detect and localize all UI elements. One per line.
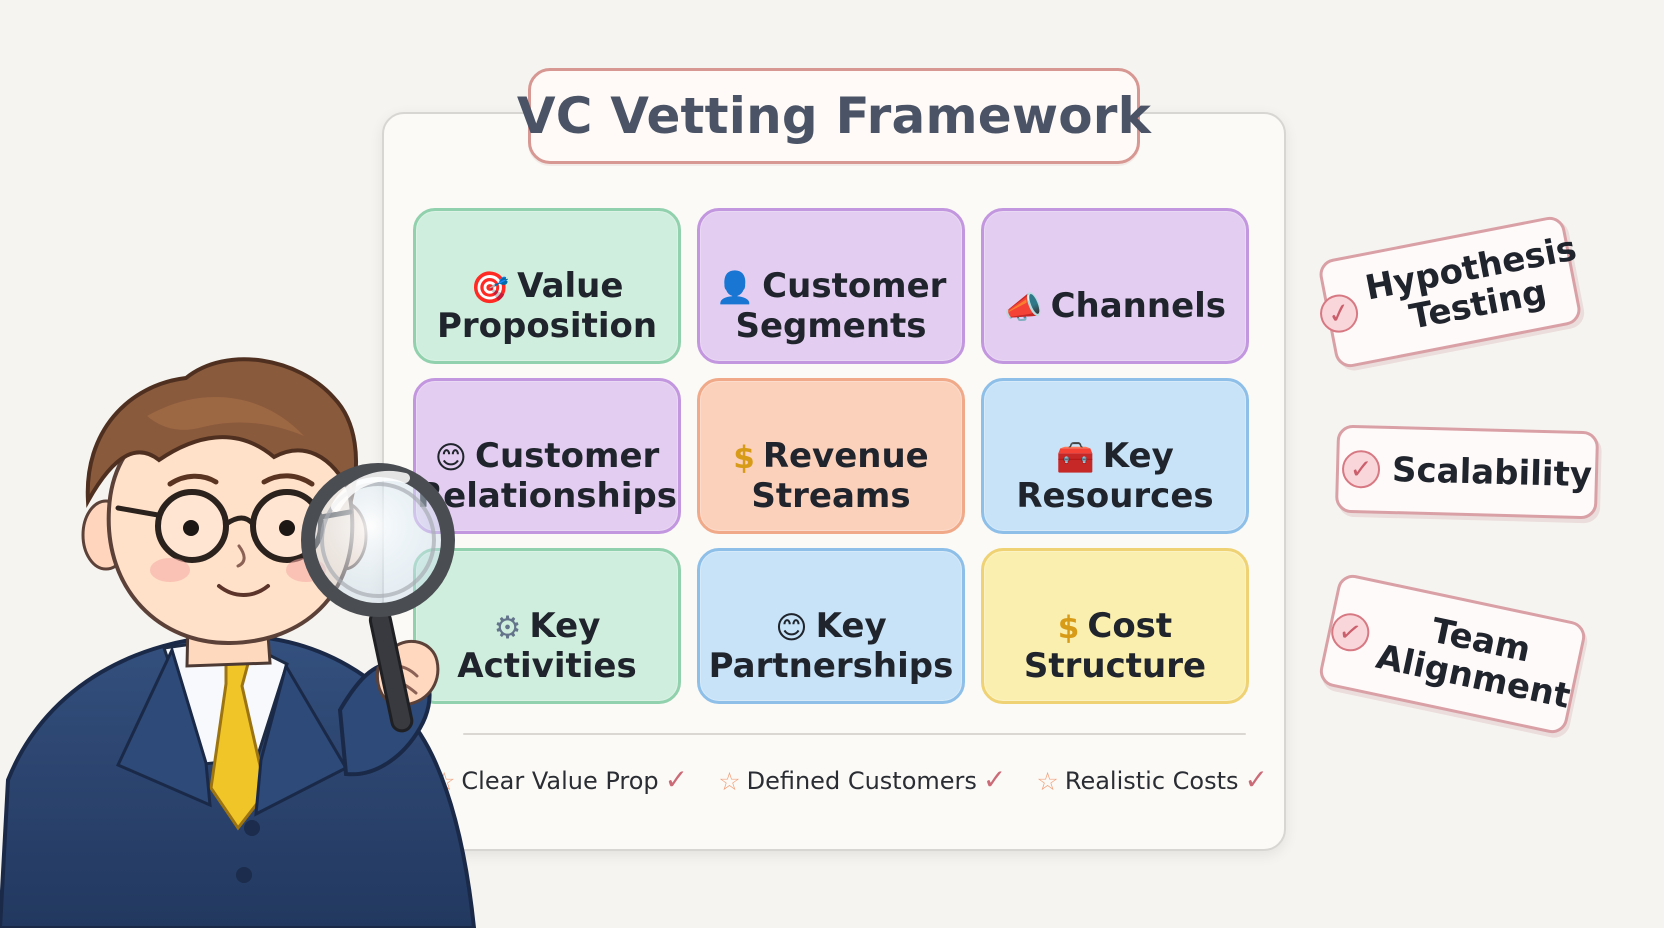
magnifying-glass-icon (301, 463, 455, 617)
framework-card-label: Key Partnerships (708, 605, 954, 687)
person-icon: 👤 (715, 269, 755, 306)
side-card-label: Hypothesis Testing (1362, 228, 1580, 338)
suit-lapel-right (254, 662, 349, 817)
framework-card-customer-relationships: 😊Customer Relationships (413, 378, 681, 534)
eye-right (279, 520, 295, 536)
divider-line (463, 733, 1246, 735)
cheek-left (150, 558, 190, 582)
criterion-label: Defined Customers (746, 767, 977, 795)
suit-lapel (115, 645, 212, 808)
side-card-label: Scalability (1391, 449, 1593, 495)
side-card-team-alignment: ✓ Team Alignment (1316, 571, 1589, 737)
framework-card-label: Key Resources (1016, 435, 1214, 517)
glass-highlight (331, 470, 410, 512)
star-icon: ☆ (1036, 766, 1059, 796)
check-icon: ✓ (1244, 763, 1268, 796)
investor-character-illustration (0, 357, 477, 928)
eyebrow-right (261, 473, 315, 487)
framework-card-label: Revenue Streams (751, 435, 929, 517)
title-banner: VC Vetting Framework (517, 68, 1151, 164)
check-circle-icon: ✓ (1341, 449, 1381, 489)
criterion-defined-customers: ☆ Defined Customers ✓ (718, 763, 1007, 796)
side-card-scalability: ✓ Scalability (1334, 424, 1600, 520)
framework-card-channels: 📣Channels (981, 208, 1249, 364)
criterion-label: Clear Value Prop (461, 767, 659, 795)
framework-card-revenue-streams: $Revenue Streams (697, 378, 965, 534)
suit-button (244, 820, 260, 836)
framework-card-key-partnerships: 😊Key Partnerships (697, 548, 965, 704)
framework-card-label: Customer Relationships (417, 435, 677, 517)
criterion-clear-value-prop: ☆ Clear Value Prop ✓ (433, 763, 689, 796)
star-icon: ☆ (718, 766, 741, 796)
framework-card-customer-segments: 👤Customer Segments (697, 208, 965, 364)
criteria-row: ☆ Clear Value Prop ✓ ☆ Defined Customers… (433, 760, 1268, 802)
target-icon: 🎯 (470, 269, 510, 306)
resource-box-icon: 🧰 (1056, 439, 1095, 476)
check-icon: ✓ (664, 763, 689, 796)
dollar-icon: $ (733, 439, 755, 476)
eye-left (183, 520, 199, 536)
nose (236, 544, 246, 568)
side-card-hypothesis-testing: ✓ Hypothesis Testing (1316, 214, 1584, 370)
criterion-realistic-costs: ☆ Realistic Costs ✓ (1036, 763, 1268, 796)
eyebrow-left (167, 473, 219, 487)
glasses-bridge (223, 515, 256, 527)
framework-card-label: Channels (1050, 285, 1227, 326)
check-circle-icon: ✓ (1327, 609, 1373, 655)
megaphone-icon: 📣 (1003, 289, 1043, 326)
side-card-label: Team Alignment (1372, 610, 1574, 717)
smile-icon: 😊 (775, 609, 808, 646)
check-icon: ✓ (982, 763, 1007, 796)
smile-icon: 😊 (434, 439, 468, 476)
check-circle-icon: ✓ (1316, 291, 1362, 336)
criterion-label: Realistic Costs (1064, 767, 1239, 795)
framework-card-label: Value Proposition (436, 265, 658, 347)
glasses-arm-left (115, 505, 161, 518)
framework-card-key-activities: ⚙Key Activities (413, 548, 681, 704)
framework-card-key-resources: 🧰Key Resources (981, 378, 1249, 534)
framework-card-label: Cost Structure (1023, 605, 1207, 687)
suit-button (236, 867, 252, 883)
framework-card-label: Key Activities (457, 605, 637, 687)
smile (217, 584, 270, 597)
framework-card-label: Customer Segments (735, 265, 947, 347)
dollar-icon: $ (1057, 609, 1080, 646)
hair-swoop (147, 396, 304, 436)
framework-card-cost-structure: $Cost Structure (981, 548, 1249, 704)
page-title: VC Vetting Framework (516, 87, 1152, 145)
framework-card-value-proposition: 🎯Value Proposition (413, 208, 681, 364)
gear-icon: ⚙ (493, 609, 522, 646)
